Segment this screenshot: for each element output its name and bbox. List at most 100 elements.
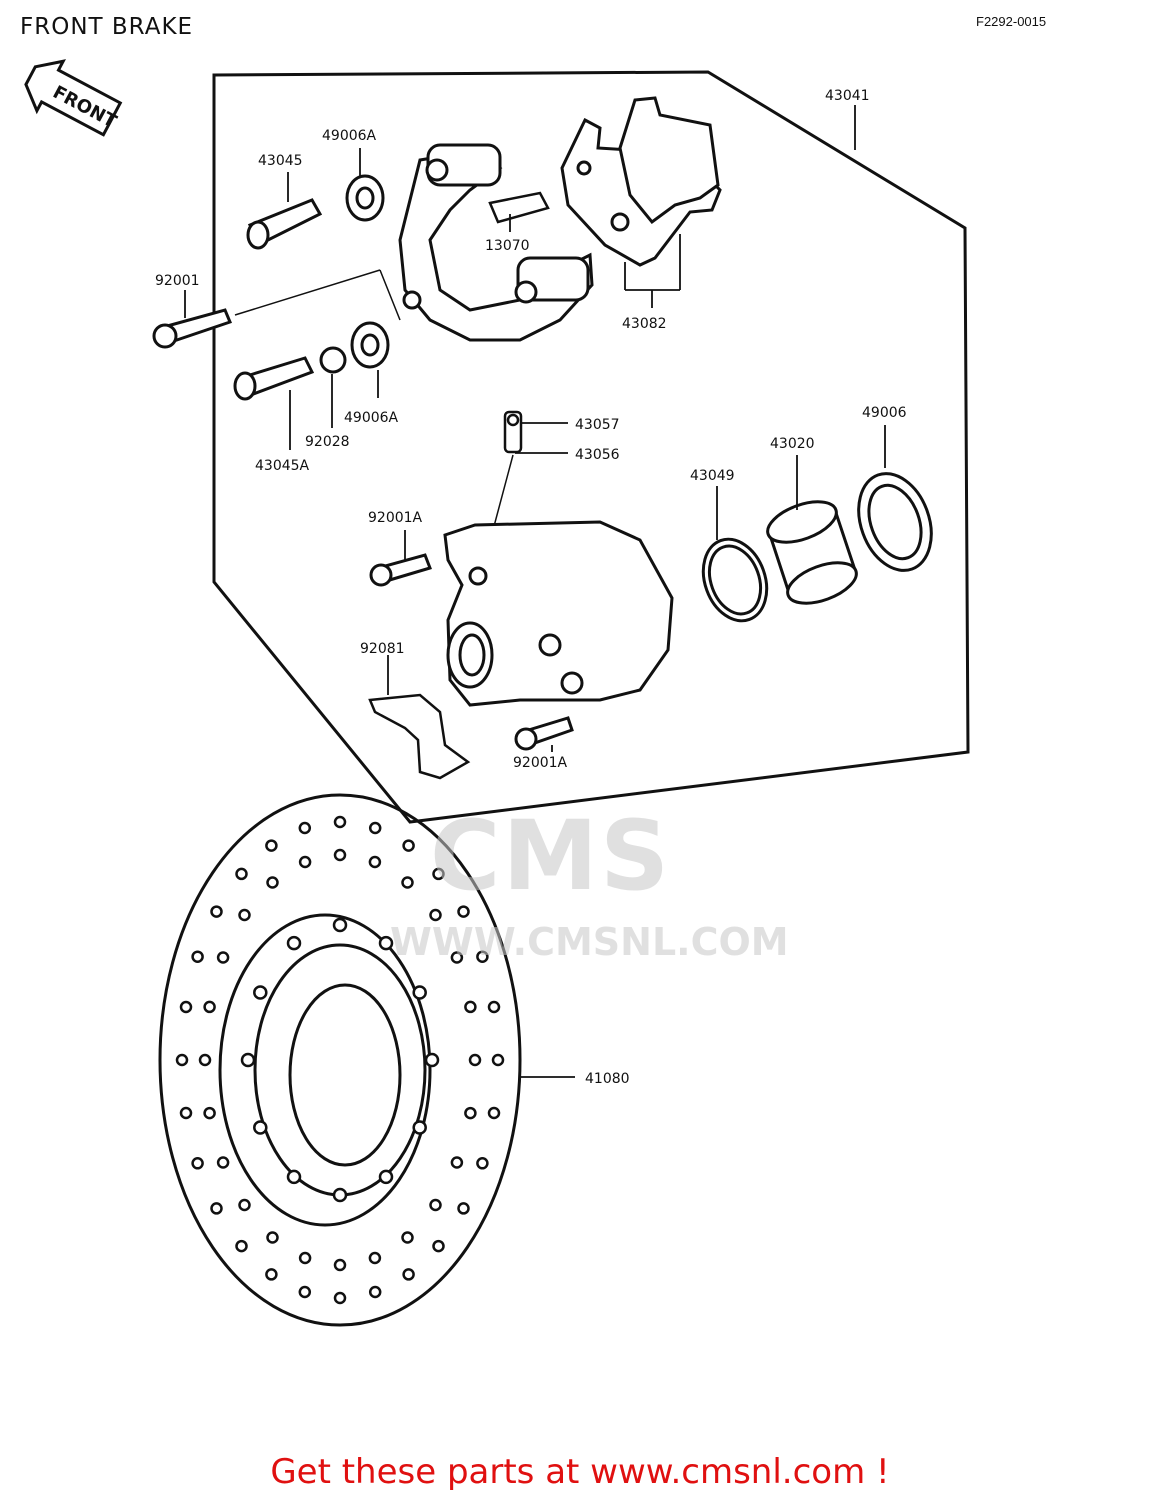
disc-hole <box>210 1202 223 1215</box>
disc-hole <box>179 1106 193 1120</box>
disc-hole <box>266 1231 279 1244</box>
part-label-43041: 43041 <box>825 88 870 104</box>
disc-hole <box>266 876 279 889</box>
part-label-43057: 43057 <box>575 417 620 433</box>
disc-hole <box>487 1106 501 1120</box>
part-label-43020: 43020 <box>770 436 815 452</box>
disc-hole <box>432 867 445 881</box>
disc-hole <box>424 1052 440 1068</box>
disc-hole <box>253 985 268 1000</box>
disc-hole <box>332 1187 348 1203</box>
bleeder-valve <box>503 410 523 454</box>
disc-hole <box>464 1000 477 1014</box>
disc-hole <box>198 1053 212 1067</box>
disc-hole <box>402 839 415 852</box>
disc-hole <box>464 1106 477 1120</box>
caliper-bracket <box>398 143 594 342</box>
part-label-92081: 92081 <box>360 641 405 657</box>
disc-hole <box>203 1106 216 1120</box>
disc-hole <box>333 815 347 829</box>
piston-seal <box>701 537 769 623</box>
disc-hole <box>298 821 312 835</box>
get-parts-link[interactable]: Get these parts at www.cmsnl.com ! <box>270 1452 890 1492</box>
brake-disc <box>158 793 522 1327</box>
disc-hole <box>412 1120 427 1135</box>
part-label-43082: 43082 <box>622 316 667 332</box>
disc-hole <box>298 1251 312 1265</box>
disc-hole <box>368 821 382 835</box>
disc-hole <box>368 1251 382 1265</box>
disc-hole <box>368 855 382 869</box>
disc-hole <box>457 905 470 918</box>
piston <box>766 500 858 605</box>
brake-pads <box>560 96 722 267</box>
part-label-49006a-bottom: 49006A <box>344 410 399 426</box>
disc-hole <box>401 876 414 889</box>
dust-seal <box>857 472 933 572</box>
disc-hole <box>179 1000 193 1014</box>
disc-hole <box>216 951 230 964</box>
disc-hole <box>476 950 489 963</box>
disc-hole <box>191 950 204 963</box>
upper-pin-set <box>152 174 385 349</box>
pad-spring <box>488 191 550 224</box>
disc-hole <box>401 1231 414 1244</box>
caliper-body <box>443 520 674 707</box>
disc-hole <box>333 1258 347 1272</box>
disc-hole <box>238 1198 251 1212</box>
disc-hole <box>253 1120 268 1135</box>
disc-hole <box>298 855 312 869</box>
disc-hole <box>332 917 348 933</box>
page-title: FRONT BRAKE <box>20 14 194 40</box>
disc-hole <box>412 985 427 1000</box>
disc-hole <box>216 1156 230 1169</box>
disc-hole <box>402 1268 415 1281</box>
diagram-code: F2292-0015 <box>976 14 1047 29</box>
disc-hole <box>333 848 347 862</box>
disc-hole <box>476 1157 489 1170</box>
disc-hole <box>457 1202 470 1215</box>
disc-hole <box>491 1053 505 1067</box>
disc-hole <box>450 1156 464 1169</box>
part-label-92028: 92028 <box>305 434 350 450</box>
part-label-49006: 49006 <box>862 405 907 421</box>
part-label-92001: 92001 <box>155 273 200 289</box>
lock-plate <box>368 693 471 780</box>
caliper-assembly-outline <box>212 70 970 824</box>
disc-hole <box>298 1285 312 1299</box>
disc-hole <box>175 1053 189 1067</box>
disc-hole <box>235 1239 248 1253</box>
mounting-bolt-upper <box>369 553 432 587</box>
part-label-43045a: 43045A <box>255 458 310 474</box>
disc-hole <box>432 1239 445 1253</box>
disc-hole <box>368 1285 382 1299</box>
front-arrow-icon: FRONT <box>24 59 123 137</box>
disc-hole <box>191 1157 204 1170</box>
disc-hole <box>450 951 464 964</box>
disc-hole <box>286 935 302 951</box>
disc-hole <box>378 935 394 951</box>
disc-hole <box>286 1169 302 1185</box>
disc-hole <box>265 839 278 852</box>
disc-hole <box>429 1198 442 1212</box>
part-label-92001a-bottom: 92001A <box>513 755 568 771</box>
disc-hole <box>235 867 248 881</box>
disc-holes <box>175 815 505 1305</box>
disc-hole <box>238 908 251 922</box>
disc-hole <box>333 1291 347 1305</box>
disc-hole <box>487 1000 501 1014</box>
part-label-92001a-top: 92001A <box>368 510 423 526</box>
disc-hole <box>378 1169 394 1185</box>
leader-lines <box>184 105 886 1078</box>
disc-hole <box>203 1000 216 1014</box>
lower-pin-set <box>233 321 390 401</box>
disc-hole <box>265 1268 278 1281</box>
part-label-49006a-top: 49006A <box>322 128 377 144</box>
part-label-43049: 43049 <box>690 468 735 484</box>
disc-hole <box>429 908 442 922</box>
disc-hole <box>468 1053 482 1067</box>
disc-hole <box>240 1052 256 1068</box>
part-label-43056: 43056 <box>575 447 620 463</box>
part-label-43045: 43045 <box>258 153 303 169</box>
